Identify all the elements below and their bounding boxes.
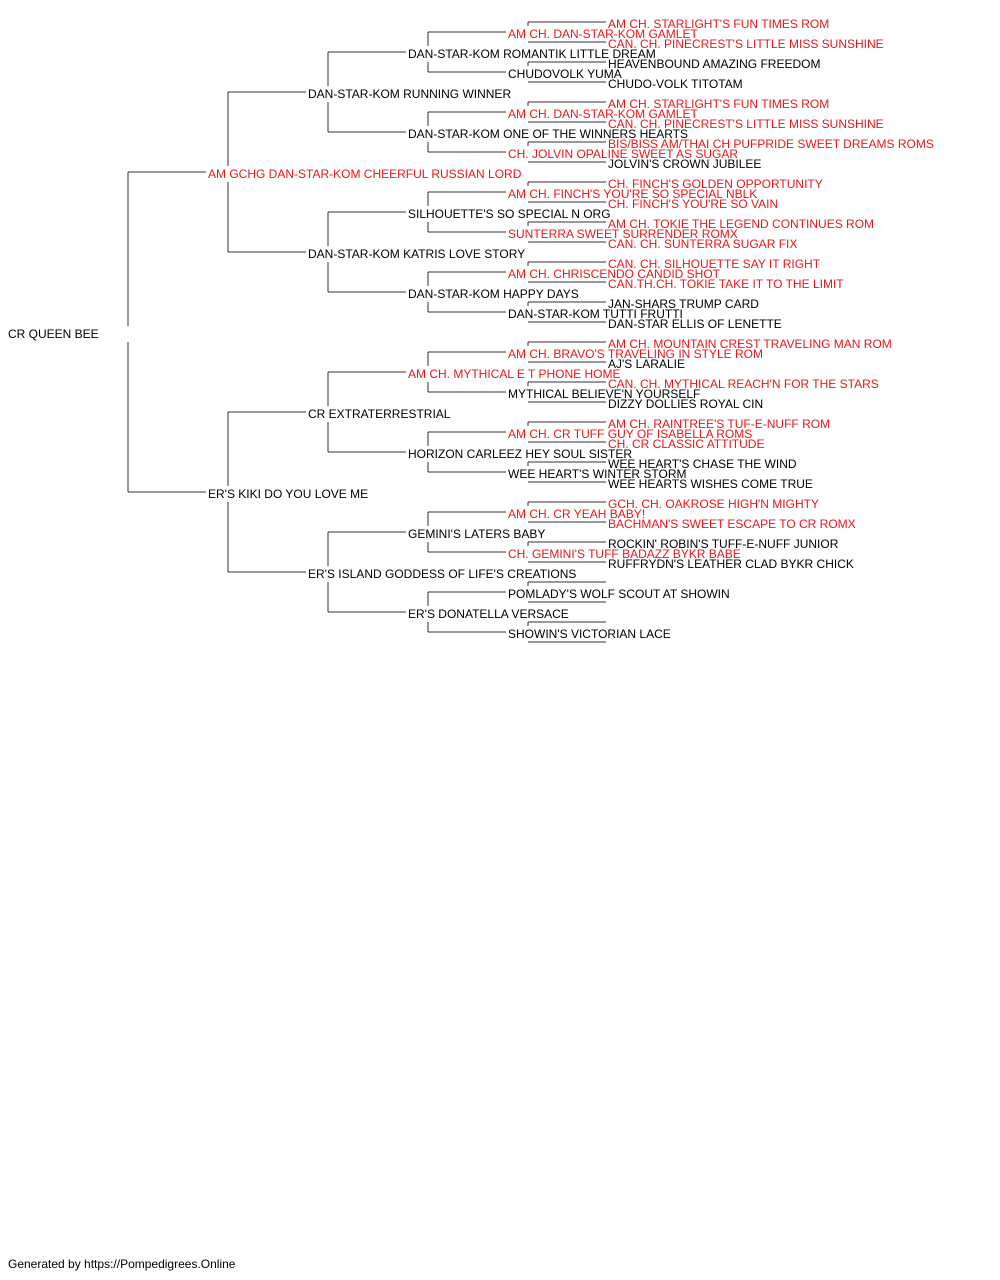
pedigree-node-root-dam-sire-dam: HORIZON CARLEEZ HEY SOUL SISTER [408,447,632,461]
pedigree-node-root-dam-sire-sire: AM CH. MYTHICAL E T PHONE HOME [408,367,620,381]
pedigree-node-root-dam-sire-dam-dam: WEE HEART'S WINTER STORM [508,467,687,481]
pedigree-node-root-sire-dam: DAN-STAR-KOM KATRIS LOVE STORY [308,247,525,261]
pedigree-node-root-sire-sire-sire-sire-dam: CAN. CH. PINECREST'S LITTLE MISS SUNSHIN… [608,37,884,51]
pedigree-node-root-sire-sire-dam-sire-dam: CAN. CH. PINECREST'S LITTLE MISS SUNSHIN… [608,117,884,131]
pedigree-node-root-dam-dam-dam: ER'S DONATELLA VERSACE [408,607,569,621]
pedigree-node-root-dam-sire: CR EXTRATERRESTRIAL [308,407,451,421]
pedigree-node-root: CR QUEEN BEE [8,327,99,341]
pedigree-node-root-sire-sire-dam-sire-sire: AM CH. STARLIGHT'S FUN TIMES ROM [608,97,829,111]
pedigree-node-root-sire-sire-sire-dam: CHUDOVOLK YUMA [508,67,622,81]
pedigree-node-root-dam-sire-dam-dam-sire: WEE HEART'S CHASE THE WIND [608,457,797,471]
pedigree-node-root-sire-dam-dam-dam-dam: DAN-STAR ELLIS OF LENETTE [608,317,782,331]
pedigree-node-root-sire-dam-dam-dam: DAN-STAR-KOM TUTTI FRUTTI [508,307,683,321]
pedigree-node-root-sire-dam-dam-sire-sire: CAN. CH. SILHOUETTE SAY IT RIGHT [608,257,821,271]
pedigree-node-root-sire-dam-dam-sire-dam: CAN.TH.CH. TOKIE TAKE IT TO THE LIMIT [608,277,844,291]
pedigree-node-root-sire-dam-dam-dam-sire: JAN-SHARS TRUMP CARD [608,297,759,311]
pedigree-node-root-dam-sire-dam-sire-dam: CH. CR CLASSIC ATTITUDE [608,437,764,451]
pedigree-node-root-dam-dam-sire-dam-dam: RUFFRYDN'S LEATHER CLAD BYKR CHICK [608,557,854,571]
pedigree-node-root-dam-sire-sire-sire: AM CH. BRAVO'S TRAVELING IN STYLE ROM [508,347,763,361]
pedigree-node-root-dam-sire-sire-dam: MYTHICAL BELIEVE'N YOURSELF [508,387,700,401]
pedigree-node-root-sire-sire-dam-dam-sire: BIS/BISS AM/THAI CH PUFPRIDE SWEET DREAM… [608,137,934,151]
pedigree-node-root-sire-dam-sire-sire-dam: CH. FINCH'S YOU'RE SO VAIN [608,197,778,211]
pedigree-node-root-sire-dam-sire-sire: AM CH. FINCH'S YOU'RE SO SPECIAL NBLK [508,187,757,201]
pedigree-node-root-sire-dam-sire-dam-sire: AM CH. TOKIE THE LEGEND CONTINUES ROM [608,217,874,231]
pedigree-node-root-dam-dam: ER'S ISLAND GODDESS OF LIFE'S CREATIONS [308,567,576,581]
pedigree-node-root-sire-sire-dam-dam: CH. JOLVIN OPALINE SWEET AS SUGAR [508,147,738,161]
pedigree-node-root-sire-dam-sire-dam-dam: CAN. CH. SUNTERRA SUGAR FIX [608,237,797,251]
pedigree-node-root-sire-dam-dam: DAN-STAR-KOM HAPPY DAYS [408,287,579,301]
pedigree-node-root-dam-dam-dam-sire: POMLADY'S WOLF SCOUT AT SHOWIN [508,587,730,601]
pedigree-node-root-sire: AM GCHG DAN-STAR-KOM CHEERFUL RUSSIAN LO… [208,167,522,181]
pedigree-node-root-dam-sire-sire-sire-sire: AM CH. MOUNTAIN CREST TRAVELING MAN ROM [608,337,892,351]
pedigree-node-root-dam-dam-sire: GEMINI'S LATERS BABY [408,527,545,541]
generated-by-footer: Generated by https://Pompedigrees.Online [8,1257,236,1271]
pedigree-node-root-sire-dam-sire-sire-sire: CH. FINCH'S GOLDEN OPPORTUNITY [608,177,823,191]
pedigree-node-root-sire-sire-sire-dam-sire: HEAVENBOUND AMAZING FREEDOM [608,57,820,71]
pedigree-node-root-dam-sire-dam-sire: AM CH. CR TUFF GUY OF ISABELLA ROMS [508,427,752,441]
pedigree-node-root-sire-sire-dam-sire: AM CH. DAN-STAR-KOM GAMLET [508,107,698,121]
pedigree-node-root-sire-sire-sire-sire: AM CH. DAN-STAR-KOM GAMLET [508,27,698,41]
pedigree-node-root-sire-sire-dam: DAN-STAR-KOM ONE OF THE WINNERS HEARTS [408,127,688,141]
pedigree-node-root-dam-sire-sire-dam-sire: CAN. CH. MYTHICAL REACH'N FOR THE STARS [608,377,879,391]
pedigree-node-root-dam-dam-sire-sire: AM CH. CR YEAH BABY! [508,507,645,521]
pedigree-node-root-dam-dam-sire-dam-sire: ROCKIN' ROBIN'S TUFF-E-NUFF JUNIOR [608,537,839,551]
pedigree-node-root-dam: ER'S KIKI DO YOU LOVE ME [208,487,368,501]
pedigree-node-root-dam-dam-sire-dam: CH. GEMINI'S TUFF BADAZZ BYKR BABE [508,547,741,561]
pedigree-node-root-dam-sire-dam-sire-sire: AM CH. RAINTREE'S TUF-E-NUFF ROM [608,417,830,431]
pedigree-node-root-sire-sire-sire-sire-sire: AM CH. STARLIGHT'S FUN TIMES ROM [608,17,829,31]
pedigree-node-root-sire-dam-sire-dam: SUNTERRA SWEET SURRENDER ROMX [508,227,738,241]
pedigree-node-root-dam-dam-sire-sire-dam: BACHMAN'S SWEET ESCAPE TO CR ROMX [608,517,856,531]
pedigree-node-root-sire-dam-dam-sire: AM CH. CHRISCENDO CANDID SHOT [508,267,721,281]
pedigree-node-root-sire-sire-sire-dam-dam: CHUDO-VOLK TITOTAM [608,77,743,91]
pedigree-node-root-sire-sire-dam-dam-dam: JOLVIN'S CROWN JUBILEE [608,157,761,171]
pedigree-node-root-dam-dam-sire-sire-sire: GCH. CH. OAKROSE HIGH'N MIGHTY [608,497,819,511]
pedigree-node-root-sire-dam-sire: SILHOUETTE'S SO SPECIAL N ORG [408,207,611,221]
pedigree-node-root-sire-sire: DAN-STAR-KOM RUNNING WINNER [308,87,511,101]
pedigree-node-root-dam-sire-sire-sire-dam: AJ'S LARALIE [608,357,685,371]
pedigree-node-root-dam-sire-dam-dam-dam: WEE HEARTS WISHES COME TRUE [608,477,813,491]
pedigree-node-root-sire-sire-sire: DAN-STAR-KOM ROMANTIK LITTLE DREAM [408,47,656,61]
pedigree-node-root-dam-sire-sire-dam-dam: DIZZY DOLLIES ROYAL CIN [608,397,763,411]
pedigree-node-root-dam-dam-dam-dam: SHOWIN'S VICTORIAN LACE [508,627,671,641]
